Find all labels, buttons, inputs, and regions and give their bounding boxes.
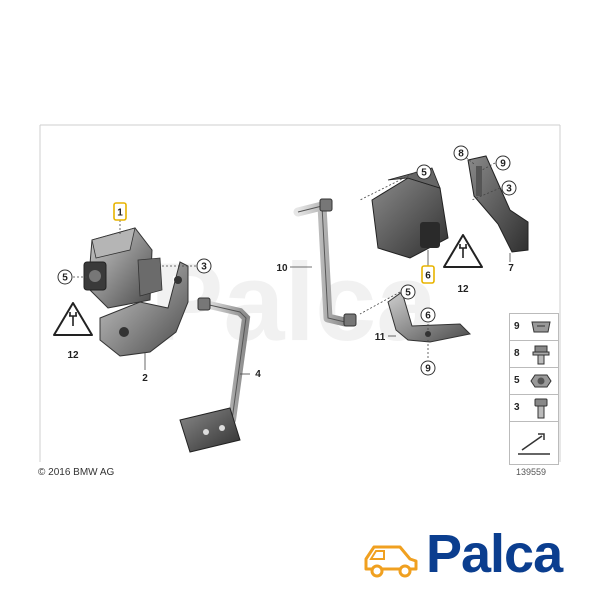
sensor-left-part — [83, 227, 163, 309]
legend-row-clip-nut: 9 — [510, 314, 558, 341]
svg-text:3: 3 — [506, 184, 512, 195]
hex-screw-icon — [534, 398, 548, 419]
legend-row-flange-bolt: 8 — [510, 341, 558, 368]
legend-number: 5 — [514, 375, 520, 386]
callout-3-left: 3 — [196, 258, 212, 274]
label-10: 10 — [276, 263, 288, 274]
bracket-left-part — [99, 261, 189, 357]
callout-9-top: 9 — [495, 155, 511, 171]
label-7: 7 — [508, 263, 514, 274]
warning-triangle-right-icon — [443, 234, 483, 268]
svg-text:3: 3 — [201, 262, 207, 273]
svg-text:9: 9 — [425, 364, 431, 375]
callout-5-mid-right: 5 — [400, 284, 416, 300]
sensor-right-part — [371, 167, 449, 259]
svg-text:6: 6 — [425, 271, 431, 282]
brand-name: Palca — [426, 524, 563, 584]
warning-triangle-left-icon — [53, 302, 93, 336]
bracket-small-part — [387, 291, 472, 343]
svg-text:6: 6 — [425, 311, 431, 322]
callout-6-highlighted: 6 — [421, 265, 435, 284]
legend-number: 8 — [514, 348, 520, 359]
legend-row-hex-screw: 3 — [510, 395, 558, 422]
label-12-right: 12 — [457, 284, 469, 295]
legend-row-hex-nut: 5 — [510, 368, 558, 395]
brand-logo: Palca — [360, 521, 578, 587]
flange-bolt-icon — [532, 345, 550, 365]
legend-number: 9 — [514, 321, 520, 332]
bracket-right-part — [467, 155, 529, 253]
reference-number: 139559 — [516, 467, 547, 477]
hex-nut-icon — [530, 374, 552, 388]
car-logo-icon — [364, 545, 418, 578]
fastener-legend: 9 8 5 3 — [509, 313, 559, 465]
callout-1-highlighted: 1 — [113, 202, 127, 221]
callout-3-right: 3 — [501, 180, 517, 196]
legend-row-sheet — [510, 422, 558, 463]
clip-nut-icon — [531, 321, 551, 333]
label-4: 4 — [255, 369, 261, 380]
legend-number: 3 — [514, 402, 520, 413]
label-12-left: 12 — [67, 350, 79, 361]
link-rod-left-part — [179, 297, 251, 453]
svg-text:5: 5 — [62, 273, 68, 284]
svg-text:1: 1 — [117, 208, 123, 219]
svg-text:8: 8 — [458, 149, 464, 160]
label-11: 11 — [375, 332, 386, 343]
callout-8-top: 8 — [453, 145, 469, 161]
label-2: 2 — [142, 373, 148, 384]
callout-9-bottom: 9 — [420, 360, 436, 376]
svg-text:9: 9 — [500, 159, 506, 170]
copyright-text: © 2016 BMW AG — [38, 467, 115, 478]
sheet-arrow-icon — [518, 433, 550, 455]
link-rod-right-part — [293, 198, 357, 327]
callout-5-left: 5 — [57, 269, 73, 285]
svg-text:5: 5 — [421, 168, 427, 179]
svg-text:5: 5 — [405, 288, 411, 299]
callout-5-top-right: 5 — [416, 164, 432, 180]
callout-6-small: 6 — [420, 307, 436, 323]
